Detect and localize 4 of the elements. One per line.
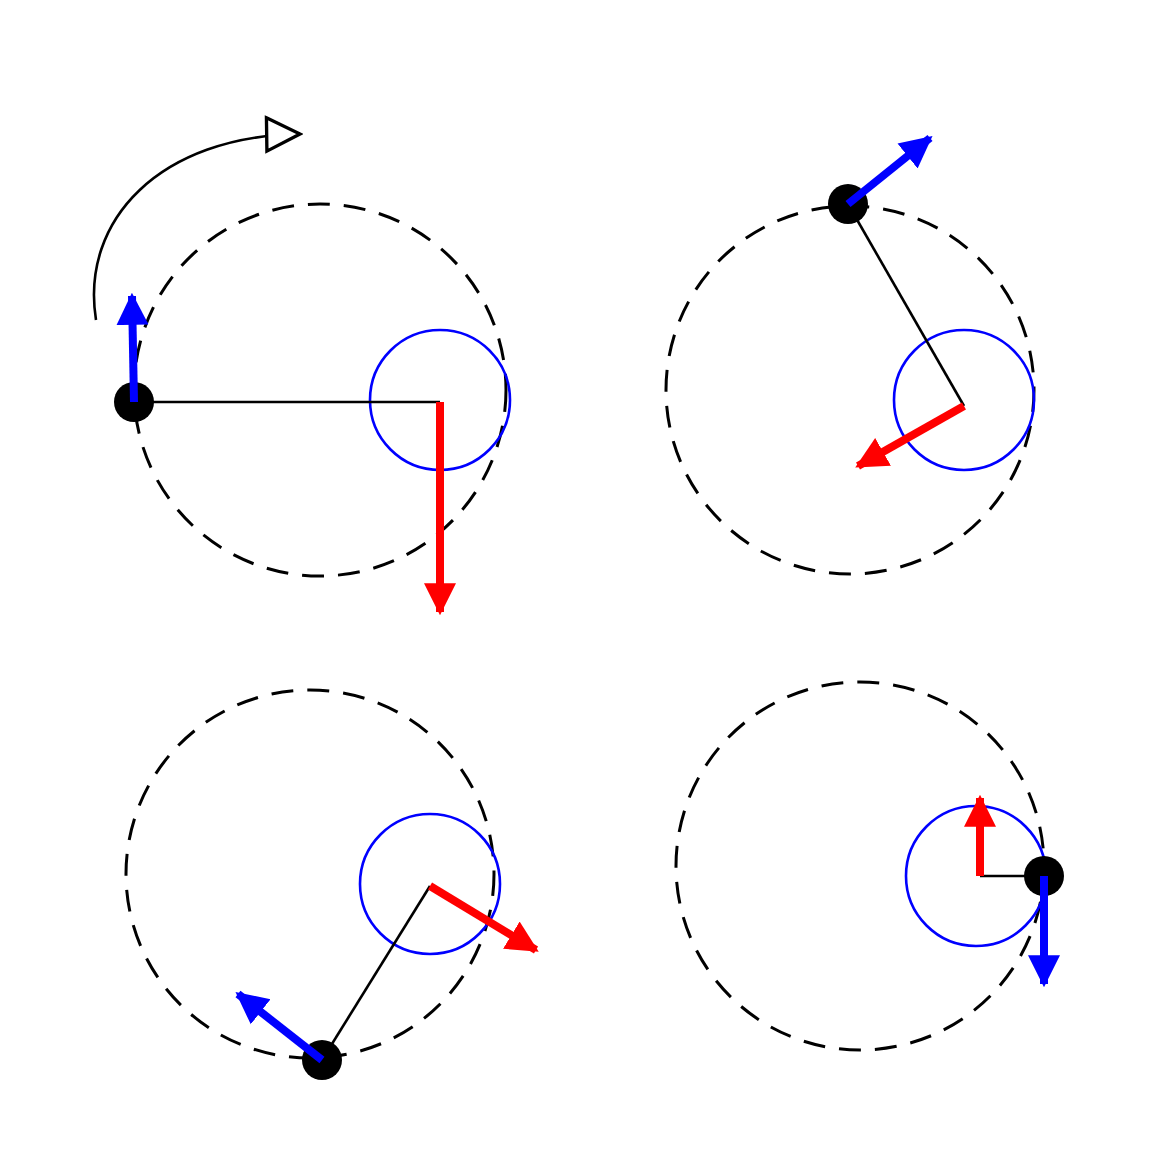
- body-dot: [828, 184, 868, 224]
- body-dot: [114, 382, 154, 422]
- body-dot: [302, 1040, 342, 1080]
- body-dot: [1024, 856, 1064, 896]
